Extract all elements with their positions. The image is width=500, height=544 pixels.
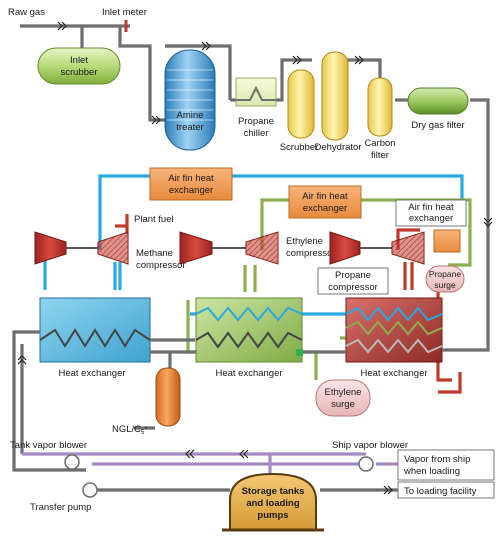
vapor-from-ship-box: Vapor from ship when loading [397, 449, 495, 481]
tank-vapor-blower-label: Tank vapor blower [10, 440, 87, 451]
raw-gas-label: Raw gas [8, 7, 45, 18]
amine-label-1: Amine [177, 110, 204, 121]
propane-surge-label-2: surge [434, 280, 456, 290]
heat-exchanger-1: Heat exchanger [39, 297, 195, 379]
valve-icon [296, 349, 303, 356]
dry-gas-filter-label: Dry gas filter [411, 120, 464, 131]
airfin1-label-1: Air fin heat [168, 173, 214, 184]
gas-treatment-pipes [20, 24, 490, 352]
ngl-label: NGL/C5+ [112, 424, 148, 436]
dry-gas-filter: Dry gas filter [407, 87, 469, 131]
transfer-pump: Transfer pump [30, 482, 230, 513]
hx1-label: Heat exchanger [58, 368, 125, 379]
carbon-filter-label-2: filter [371, 150, 389, 161]
airfin3-label-1: Air fin heat [408, 202, 454, 213]
ethylene-surge-label-2: surge [331, 399, 355, 410]
inlet-meter-label: Inlet meter [102, 7, 147, 18]
inlet-scrubber: Inlet scrubber [37, 47, 121, 85]
airfin2-label-1: Air fin heat [302, 191, 348, 202]
tank-vapor-blower: Tank vapor blower [10, 440, 87, 470]
inlet-scrubber-label-1: Inlet [70, 55, 88, 66]
hx2-label: Heat exchanger [215, 368, 282, 379]
heat-exchanger-3: Heat exchanger [345, 297, 443, 379]
dehydrator-vessel: Dehydrator [315, 51, 362, 153]
ethylene-surge-drum: Ethylene surge [315, 379, 371, 417]
carbon-filter-label-1: Carbon [364, 138, 395, 149]
exchanger-connections [12, 330, 470, 472]
propane-compressor-label-2: compressor [328, 282, 378, 293]
loading-arrow [383, 485, 393, 495]
vapor-from-ship-label-1: Vapor from ship [404, 454, 470, 465]
ship-vapor-blower: Ship vapor blower [332, 440, 408, 472]
ngl-label-sup: + [144, 426, 148, 432]
airfin1-label-2: exchanger [169, 185, 213, 196]
storage-tanks: Storage tanks and loading pumps [222, 472, 324, 532]
flow-arrows-top [57, 21, 493, 227]
vapor-from-ship-label-2: when loading [403, 466, 460, 477]
amine-treater: Amine treater [164, 49, 216, 151]
air-fin-exchanger-2: Air fin heat exchanger [288, 185, 362, 219]
airfin2-label-2: exchanger [303, 203, 347, 214]
propane-surge-drum: Propane surge [425, 265, 465, 293]
propane-chiller: Propane chiller [235, 77, 277, 139]
ethylene-compressor: Ethylene compressor [179, 231, 336, 265]
storage-label-2: and loading [246, 498, 300, 509]
ngl-label-sub: 5 [141, 430, 145, 436]
plant-fuel: Plant fuel [125, 214, 174, 234]
ngl-label-text: NGL/C [112, 424, 141, 435]
to-loading-facility-box: To loading facility [397, 481, 495, 499]
scrubber-vessel: Scrubber [280, 69, 319, 153]
methane-compressor-label-1: Methane [136, 248, 173, 259]
propane-chiller-label-2: chiller [244, 128, 269, 139]
ngl-column: NGL/C5+ [112, 367, 181, 436]
heat-exchanger-2: Heat exchanger [195, 297, 303, 379]
to-loading-facility-label: To loading facility [404, 486, 477, 497]
storage-label-1: Storage tanks [242, 486, 305, 497]
propane-compressor-label-1: Propane [335, 270, 371, 281]
air-fin-exchanger-1: Air fin heat exchanger [149, 167, 233, 201]
scrubber-label: Scrubber [280, 142, 319, 153]
plant-fuel-label: Plant fuel [134, 214, 174, 225]
carbon-filter-vessel: Carbon filter [364, 77, 396, 161]
propane-chiller-label-1: Propane [238, 116, 274, 127]
methane-compressor-label-2: compressor [136, 260, 186, 271]
ship-vapor-blower-label: Ship vapor blower [332, 440, 408, 451]
propane-surge-label-1: Propane [429, 269, 461, 279]
air-fin-exchanger-3: Air fin heat exchanger [395, 199, 467, 253]
transfer-pump-label: Transfer pump [30, 502, 91, 513]
dehydrator-label: Dehydrator [315, 142, 362, 153]
propane-compressor: Propane compressor [317, 231, 425, 295]
inlet-scrubber-label-2: scrubber [61, 67, 98, 78]
ethylene-compressor-label-2: compressor [286, 248, 336, 259]
amine-label-2: treater [176, 122, 203, 133]
ethylene-surge-label-1: Ethylene [325, 387, 362, 398]
flow-arrows-bottom [17, 355, 249, 459]
ethylene-compressor-label-1: Ethylene [286, 236, 323, 247]
methane-compressor: Methane compressor [34, 231, 186, 271]
airfin3-label-2: exchanger [409, 213, 453, 224]
hx3-label: Heat exchanger [360, 368, 427, 379]
storage-label-3: pumps [257, 510, 288, 521]
